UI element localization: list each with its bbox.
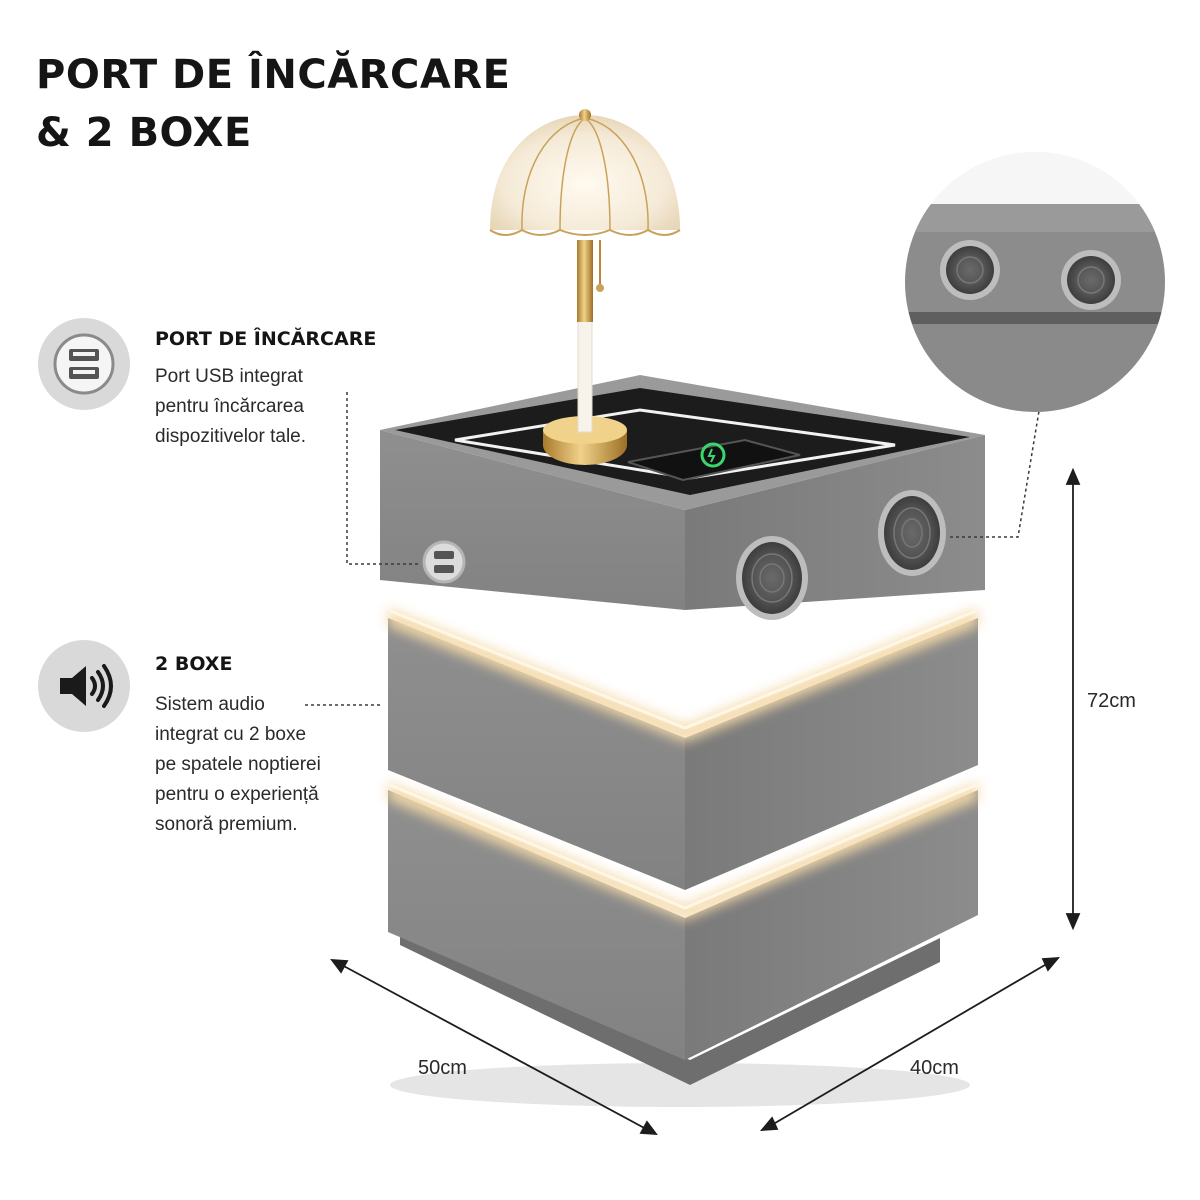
cabinet-middle-block [388, 618, 978, 890]
speaker-icon [38, 640, 130, 732]
floor-shadow [390, 1063, 970, 1107]
phone-on-charger [627, 438, 801, 482]
speaker-right [878, 490, 946, 576]
width-label: 50cm [418, 1057, 467, 1079]
feature-body-line: pentru încărcarea [155, 396, 304, 417]
inset-callout-line [950, 404, 1041, 538]
width-dimension-arrow [330, 958, 658, 1136]
headline-line-2: & 2 BOXE [36, 110, 252, 156]
feature-body-line: pentru o experiență [155, 784, 319, 805]
feature-body-line: Sistem audio [155, 694, 265, 715]
cabinet-bottom-block [388, 790, 978, 1060]
glass-top [395, 388, 970, 495]
depth-dimension-arrow [759, 956, 1061, 1132]
feature-title-charging-port: PORT DE ÎNCĂRCARE [155, 328, 377, 350]
speaker-detail-inset [905, 152, 1165, 412]
headline-line-1: PORT DE ÎNCĂRCARE [36, 52, 511, 98]
speaker-left [736, 536, 808, 620]
feature-body-speakers: Sistem audio integrat cu 2 boxe pe spate… [155, 690, 321, 840]
headline: PORT DE ÎNCĂRCARE & 2 BOXE [36, 46, 510, 162]
height-label: 72cm [1087, 690, 1136, 712]
height-dimension-arrow [1065, 467, 1081, 931]
feature-body-line: pe spatele noptierei [155, 754, 321, 775]
feature-body-charging-port: Port USB integrat pentru încărcarea disp… [155, 362, 306, 452]
feature-body-line: dispozitivelor tale. [155, 426, 307, 447]
cabinet-top-block [380, 375, 985, 610]
feature-body-line: sonoră premium. [155, 814, 298, 835]
usb-port-icon [38, 318, 130, 410]
feature-body-line: Port USB integrat [155, 366, 303, 387]
feature-title-speakers: 2 BOXE [155, 653, 233, 675]
led-strip-upper [388, 608, 978, 742]
feature-body-line: integrat cu 2 boxe [155, 724, 307, 745]
table-lamp [489, 109, 681, 465]
depth-label: 40cm [910, 1057, 959, 1079]
usb-port [422, 540, 466, 584]
led-strip-lower [388, 782, 978, 920]
